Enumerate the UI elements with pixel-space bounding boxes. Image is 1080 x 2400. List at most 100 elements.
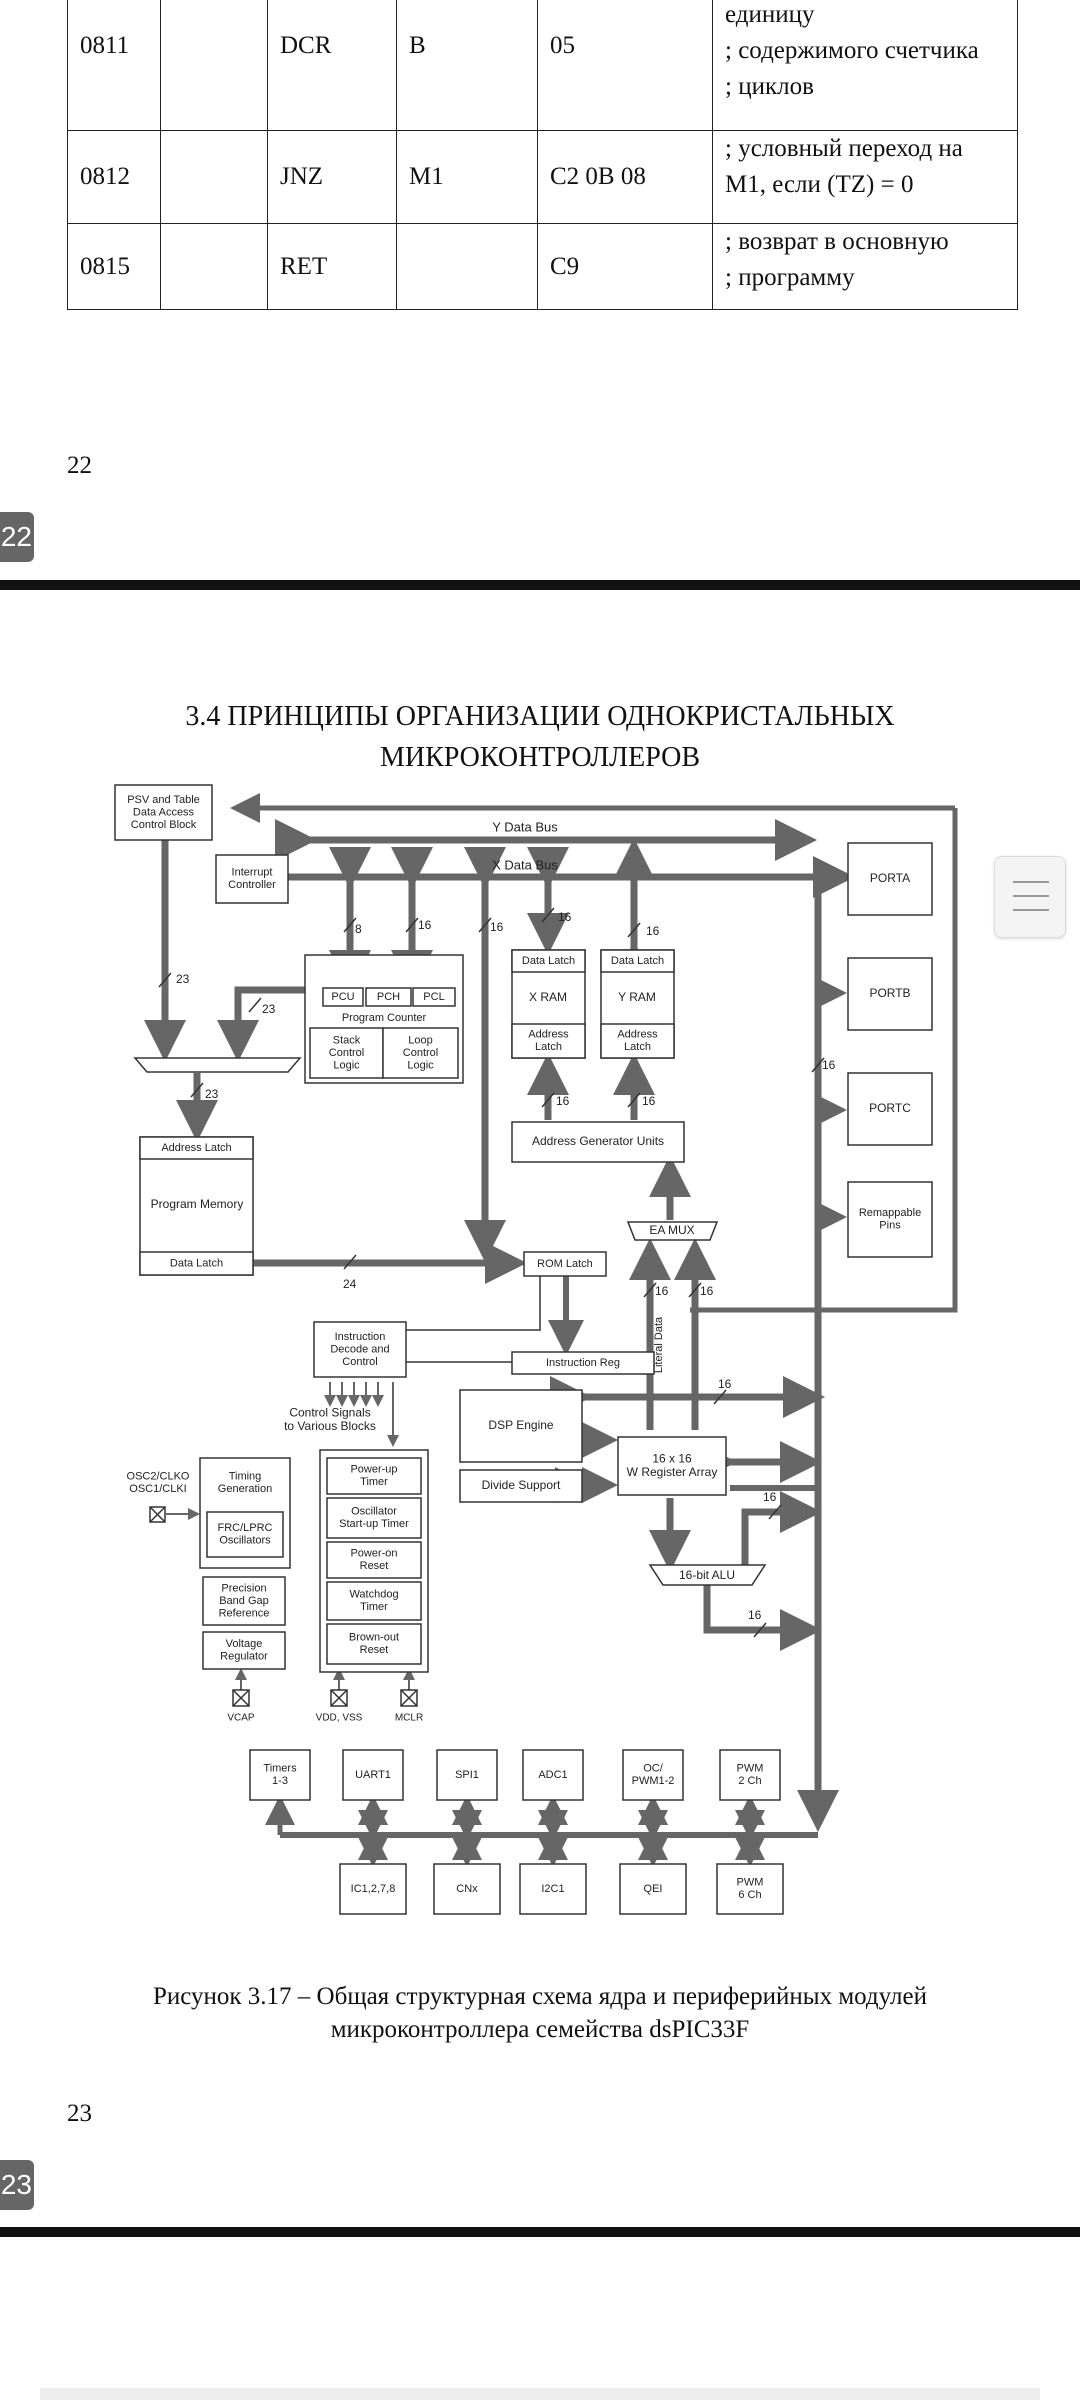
top-loop-line [690, 808, 958, 1313]
page-number-22: 22 [67, 452, 92, 479]
bor-box-label-0: Brown-out [349, 1632, 399, 1644]
section-heading-line2: МИКРОКОНТРОЛЛЕРОВ [379, 742, 701, 773]
eamux-label: EA MUX [649, 1223, 694, 1237]
w8: 8 [355, 922, 362, 936]
osc-label-1: OSC1/CLKI [129, 1483, 186, 1495]
table-cell-addr: 0811 [67, 0, 161, 131]
bor-box [326, 1623, 422, 1665]
w16-c: 16 [558, 910, 572, 924]
periph-bot-box-2 [519, 1863, 587, 1915]
bus-to-alu [741, 1491, 822, 1565]
xram-latch [511, 949, 586, 973]
table-cell-comment: ; уменьшение на единицу ; содержимого сч… [712, 0, 1018, 131]
table-cell-code: 05 [537, 0, 713, 131]
page-number-23: 23 [67, 2100, 92, 2127]
y-bus-label: Y Data Bus [492, 819, 558, 834]
bandgap-box-label-1: Band Gap [219, 1595, 269, 1607]
periph-top-box-3 [522, 1749, 584, 1801]
alu-label: 16-bit ALU [679, 1568, 735, 1582]
powerup-timer-label-1: Timer [360, 1476, 388, 1488]
instr-decode [313, 1321, 407, 1378]
alu-out [703, 1585, 822, 1651]
table-cell-comment: ; возврат в основную ; программу [712, 223, 1018, 310]
w16-g: 16 [655, 1284, 669, 1298]
periph-top-box-0 [249, 1749, 311, 1801]
wdt-box-label-0: Watchdog [349, 1589, 398, 1601]
w16-a: 16 [418, 918, 432, 932]
table-cell-addr: 0812 [67, 130, 161, 224]
frc-box-label-0: FRC/LPRC [217, 1522, 272, 1534]
instr-reg [511, 1351, 655, 1375]
xram-addr [511, 1023, 586, 1059]
periph-bot-box-1-label: CNx [456, 1883, 478, 1895]
s16j [768, 1504, 782, 1520]
vcap-pin-x [232, 1689, 250, 1707]
control-signals-label-0: Control Signals [289, 1405, 370, 1419]
interrupt-controller [215, 854, 289, 904]
menu-button[interactable] [994, 856, 1066, 938]
figure-caption-line1: Рисунок 3.17 – Общая структурная схема я… [152, 1983, 927, 2010]
page-divider-2 [0, 2227, 1080, 2237]
s16f [627, 1092, 641, 1108]
x-bus-label: X Data Bus [492, 857, 558, 872]
ost-box-label-1: Start-up Timer [339, 1518, 409, 1530]
periph-bot-box-0 [339, 1863, 407, 1915]
w24: 24 [343, 1277, 357, 1291]
loop-box [382, 1027, 459, 1079]
w16-b: 16 [490, 920, 504, 934]
literal-data-label: Literal Data [653, 1316, 665, 1373]
loop-box-label-1: Control [403, 1047, 438, 1059]
rom-latch-label: ROM Latch [537, 1258, 593, 1270]
psv-slash [158, 972, 172, 988]
yram-label: Y RAM [618, 990, 656, 1004]
vdd-pin-x [330, 1689, 348, 1707]
vreg-box-label-1: Regulator [220, 1651, 268, 1663]
menu-icon [1013, 881, 1049, 883]
pcl-box [412, 987, 456, 1007]
pm-data-latch-label: Data Latch [170, 1257, 223, 1269]
table-cell-label [160, 130, 268, 224]
porta-box-label: PORTA [870, 871, 910, 885]
table-cell-op: RET [267, 223, 397, 310]
wdt-box [326, 1581, 422, 1621]
table-cell-code: C2 0B 08 [537, 130, 713, 224]
next-page-edge [40, 2388, 1040, 2400]
eamux-shape [626, 1221, 719, 1241]
periph-top-box-5-label-1: 2 Ch [738, 1775, 761, 1787]
alu-shape [648, 1564, 767, 1586]
yram-latch [600, 949, 675, 973]
periph-bot-box-3-label: QEI [644, 1883, 663, 1895]
bandgap-box-label-0: Precision [221, 1582, 266, 1594]
table-cell-addr: 0815 [67, 223, 161, 310]
yram-addr-label-0: Address [617, 1029, 658, 1041]
periph-top-box-1-label: UART1 [355, 1769, 391, 1781]
table-cell-comment: ; условный переход на M1, если (TZ) = 0 [712, 130, 1018, 224]
periph-top-box-0-label-1: 1-3 [272, 1775, 288, 1787]
portc-box [847, 1072, 933, 1146]
timing-label-0: Timing [229, 1471, 262, 1483]
vcap-label: VCAP [227, 1713, 255, 1724]
w16-k: 16 [748, 1608, 762, 1622]
w23-b: 23 [262, 1002, 276, 1016]
psv-block-label-2: Control Block [131, 819, 197, 831]
remap-box-label-1: Pins [879, 1220, 901, 1232]
agu-box-label: Address Generator Units [532, 1134, 664, 1148]
s16a [405, 917, 419, 933]
xram-addr-label-1: Latch [535, 1041, 562, 1053]
pc-slash [248, 997, 262, 1013]
pcl-box-label: PCL [423, 991, 444, 1003]
table-cell-label [160, 223, 268, 310]
instr-decode-label-2: Control [342, 1356, 377, 1368]
yram-addr [600, 1023, 675, 1059]
periph-top-box-1 [342, 1749, 404, 1801]
frc-box-label-1: Oscillators [219, 1535, 271, 1547]
periph-top-box-3-label: ADC1 [538, 1769, 567, 1781]
xram-latch-label: Data Latch [522, 955, 575, 967]
table-cell-arg: M1 [396, 130, 538, 224]
s16k [753, 1622, 767, 1638]
w16-j: 16 [763, 1490, 777, 1504]
w16-l: 16 [822, 1058, 836, 1072]
xram-addr-label-0: Address [528, 1029, 569, 1041]
